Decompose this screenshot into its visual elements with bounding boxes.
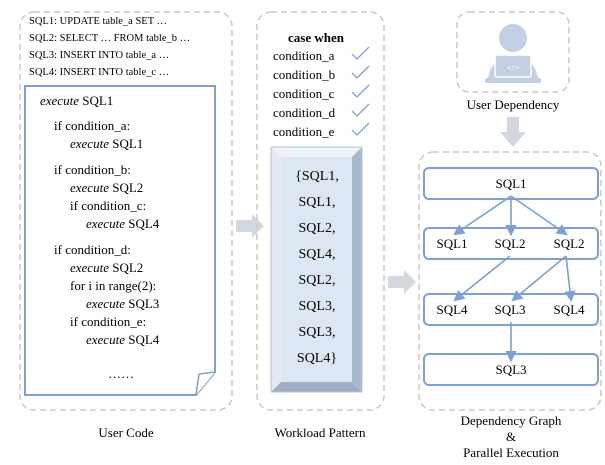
checkmark-icon	[351, 84, 370, 98]
code-ellipsis: ……	[108, 366, 134, 381]
sequence-item: SQL3,	[299, 325, 336, 340]
workload-pattern-panel: case when condition_a condition_b condit…	[256, 11, 385, 440]
code-line-loop-execute: execute SQL3	[86, 296, 159, 311]
graph-node: SQL3	[494, 302, 525, 317]
condition-item: condition_a	[273, 48, 335, 63]
user-code-dashed-border	[19, 11, 233, 411]
graph-node: SQL4	[436, 302, 468, 317]
checkmark-icon	[351, 122, 370, 136]
flow-arrow-down	[500, 117, 526, 147]
code-line-for-loop: for i in range(2):	[70, 278, 156, 293]
user-code-caption: User Code	[98, 425, 153, 440]
user-code-panel: SQL1: UPDATE table_a SET … SQL2: SELECT …	[19, 11, 233, 440]
graph-node: SQL1	[436, 236, 467, 251]
flow-arrow-right-2	[388, 270, 416, 294]
condition-list: condition_a condition_b condition_c cond…	[273, 46, 370, 139]
code-listing: execute SQL1 if condition_a: execute SQL…	[40, 93, 160, 381]
checkmark-icon	[351, 65, 370, 79]
sequence-item: SQL1,	[299, 195, 336, 210]
user-dependency-panel: </> User Dependency	[456, 11, 570, 112]
code-line-e-execute: execute SQL4	[86, 332, 160, 347]
graph-edges	[453, 195, 576, 363]
code-line-if-e: if condition_e:	[70, 314, 146, 329]
code-line-execute-sql1: execute SQL1	[40, 93, 113, 108]
edge-arrow	[564, 255, 576, 303]
user-laptop-icon: </>	[485, 24, 541, 83]
sequence-item: SQL2,	[299, 273, 336, 288]
document-fold-icon	[195, 371, 216, 396]
edge-arrow	[510, 195, 568, 236]
code-line-if-a: if condition_a:	[54, 118, 130, 133]
sql-def-2: SQL2: SELECT … FROM table_b …	[29, 33, 190, 44]
condition-item: condition_c	[273, 86, 335, 101]
code-line-if-d: if condition_d:	[54, 242, 131, 257]
sequence-item: SQL3,	[299, 299, 336, 314]
graph-node: SQL2	[553, 236, 584, 251]
code-line-c-execute: execute SQL4	[86, 216, 160, 231]
dependency-graph-dashed-border	[418, 151, 602, 411]
dependency-graph-caption-line-2: &	[506, 429, 516, 444]
sequence-item: SQL4}	[297, 351, 337, 366]
case-when-header: case when	[288, 30, 345, 45]
code-glyph: </>	[507, 64, 520, 72]
code-line-if-b: if condition_b:	[54, 162, 131, 177]
sequence-item: SQL2,	[299, 221, 336, 236]
sql-def-3: SQL3: INSERT INTO table_a …	[29, 50, 169, 61]
edge-arrow	[453, 195, 512, 236]
condition-item: condition_d	[273, 105, 336, 120]
sequence-item: {SQL1,	[295, 169, 339, 184]
code-line-a-execute: execute SQL1	[70, 136, 143, 151]
sql-sequence-list: {SQL1, SQL1, SQL2, SQL4, SQL2, SQL3, SQL…	[295, 169, 339, 366]
flow-arrow-right-1	[236, 214, 264, 238]
code-line-b-execute: execute SQL2	[70, 180, 143, 195]
graph-node: SQL1	[495, 176, 526, 191]
user-dependency-dashed-border	[456, 11, 570, 93]
sql-definition-list: SQL1: UPDATE table_a SET … SQL2: SELECT …	[29, 16, 190, 78]
workload-dashed-border	[256, 11, 385, 411]
graph-node: SQL3	[495, 362, 526, 377]
sequence-item: SQL4,	[299, 247, 336, 262]
sql-def-1: SQL1: UPDATE table_a SET …	[29, 16, 167, 27]
sql-def-4: SQL4: INSERT INTO table_c …	[29, 67, 169, 78]
dependency-graph-caption-line-1: Dependency Graph	[461, 413, 562, 428]
user-dependency-caption: User Dependency	[467, 97, 560, 112]
workload-pattern-caption: Workload Pattern	[274, 425, 366, 440]
edge-arrow	[453, 255, 511, 302]
graph-node: SQL2	[494, 236, 525, 251]
checkmark-icon	[351, 103, 370, 117]
checkmark-icon	[351, 46, 370, 60]
code-line-d-execute: execute SQL2	[70, 260, 143, 275]
code-line-if-c: if condition_c:	[70, 198, 146, 213]
sql-sequence-block	[270, 146, 363, 393]
edge-arrow	[511, 255, 567, 302]
graph-node: SQL4	[553, 302, 585, 317]
condition-item: condition_e	[273, 124, 335, 139]
condition-item: condition_b	[273, 67, 335, 82]
dependency-graph-caption-line-3: Parallel Execution	[463, 445, 559, 460]
dependency-graph-panel: SQL1 SQL1 SQL2 SQL2 SQL4 SQL3 SQL4 SQL3 …	[418, 151, 602, 460]
